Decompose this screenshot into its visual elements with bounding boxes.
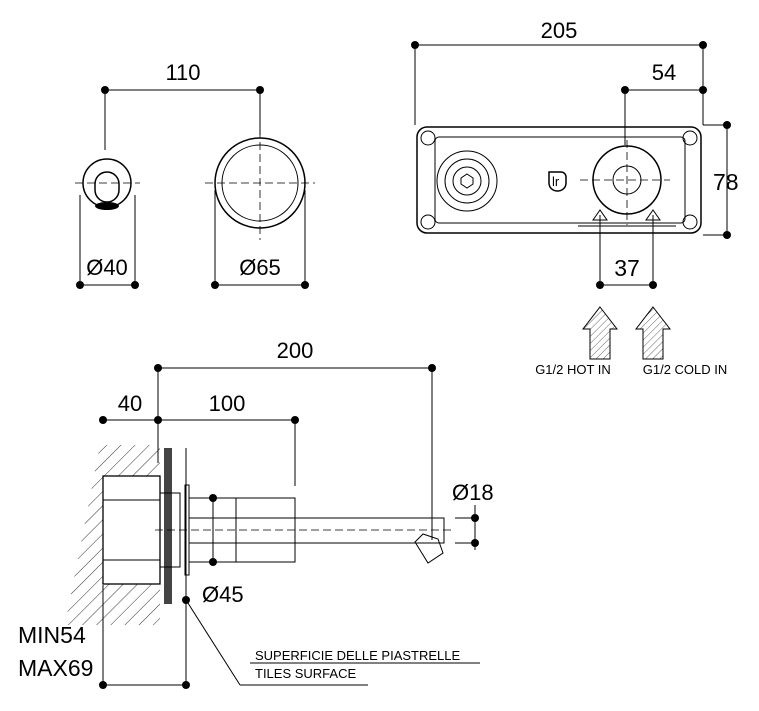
- tiles-layer: [164, 448, 172, 604]
- dim-spout-base: 100: [209, 391, 246, 416]
- dim-handle-diameter: Ø65: [239, 255, 281, 280]
- body-view: 205 54 78 lr: [411, 18, 739, 377]
- dim-spout-diameter: Ø40: [86, 255, 128, 280]
- tiles-surface-label-en: TILES SURFACE: [255, 666, 356, 681]
- min-depth-label: MIN54: [18, 622, 86, 648]
- brand-logo-icon: lr: [548, 171, 567, 192]
- svg-text:lr: lr: [552, 174, 560, 189]
- cold-inlet-arrow-icon: [634, 306, 672, 360]
- tiles-surface-label-it: SUPERFICIE DELLE PIASTRELLE: [255, 648, 461, 663]
- dim-spout-diameter-side: Ø18: [452, 480, 494, 505]
- hot-inlet-label: G1/2 HOT IN: [535, 362, 611, 377]
- dim-handle-offset: 54: [652, 60, 676, 85]
- cold-inlet-label: G1/2 COLD IN: [643, 362, 728, 377]
- spout-front: Ø40: [75, 158, 140, 289]
- hot-inlet-arrow-icon: [581, 306, 619, 360]
- front-view: 110 Ø40 Ø65: [75, 60, 315, 289]
- dim-body-height: 78: [713, 169, 739, 195]
- side-view: 200 40 100 Ø45 Ø18 MIN54 MAX69: [18, 338, 494, 689]
- handle-front: Ø65: [205, 130, 315, 289]
- cartridge-icon: [436, 150, 498, 212]
- dim-total-projection: 200: [277, 338, 314, 363]
- max-depth-label: MAX69: [18, 655, 93, 681]
- dim-inlet-spacing: 37: [614, 255, 640, 281]
- dim-spacing: 110: [165, 60, 200, 85]
- dim-flange-diameter: Ø45: [202, 582, 244, 607]
- dim-body-width: 205: [541, 18, 578, 43]
- handle-top: [580, 140, 670, 225]
- dim-wall-depth: 40: [118, 391, 142, 416]
